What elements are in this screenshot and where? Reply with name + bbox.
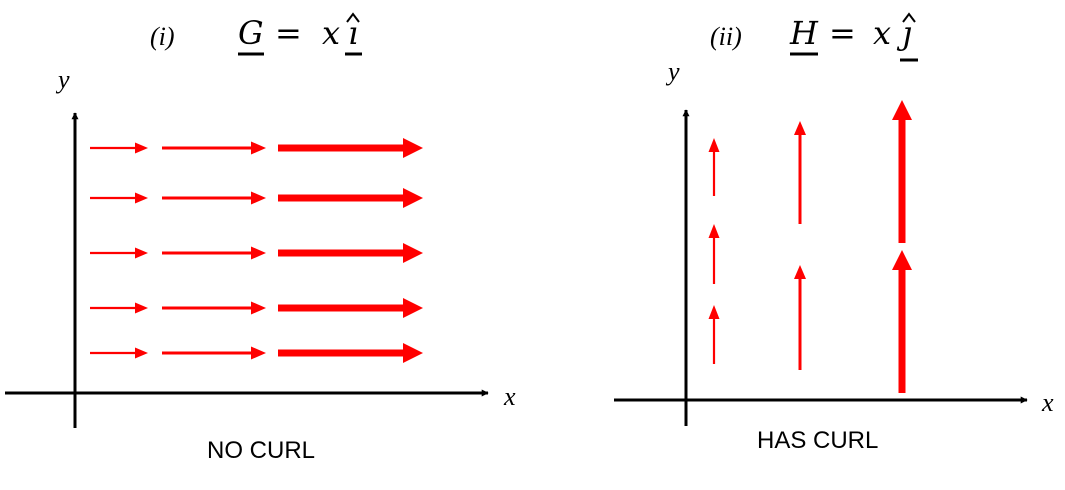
- field-arrow-g-r2-c2: [162, 191, 266, 205]
- panel-g-equals: =: [275, 14, 302, 52]
- field-arrow-h-c3-s2: [892, 250, 912, 393]
- panel-h-unit-hat: [902, 12, 916, 23]
- field-arrow-h-c1-s2: [708, 224, 720, 284]
- panel-h-vector-letter: H: [789, 14, 819, 52]
- panel-g-arrows: [90, 138, 423, 363]
- panel-g-vector-letter: G: [238, 14, 264, 52]
- field-arrow-g-r3-c2: [162, 246, 266, 260]
- panel-g-x-axis-label: x: [503, 382, 516, 411]
- panel-h-field: (ii) H = x ȷ y x HAS CURL: [614, 12, 1054, 454]
- field-arrow-h-c3-s1: [892, 100, 912, 243]
- panel-h-variable: x: [873, 14, 891, 52]
- panel-g-field: (i) G = x ı y x NO CURL: [5, 12, 516, 464]
- panel-g-variable: x: [322, 14, 340, 52]
- panel-g-roman-label: (i): [150, 22, 175, 51]
- field-arrow-g-r4-c1: [90, 302, 148, 314]
- panel-h-equation: H = x ȷ: [789, 12, 918, 62]
- panel-g-caption: NO CURL: [207, 437, 315, 464]
- panel-h-equals: =: [829, 14, 856, 52]
- field-arrow-g-r4-c3: [278, 298, 423, 318]
- field-arrow-h-c1-s1: [708, 138, 720, 196]
- field-arrow-g-r1-c2: [162, 141, 266, 155]
- field-arrow-h-c2-s2: [794, 265, 806, 370]
- field-arrow-g-r3-c3: [278, 243, 423, 263]
- panel-h-arrows: [708, 100, 912, 393]
- field-arrow-g-r5-c3: [278, 343, 423, 363]
- panel-h-x-axis-label: x: [1041, 388, 1054, 417]
- panel-g-unit-letter: ı: [348, 14, 358, 52]
- field-arrow-g-r5-c1: [90, 347, 148, 359]
- panel-g-unit-hat: [346, 12, 360, 23]
- panel-h-caption: HAS CURL: [757, 427, 878, 454]
- field-arrow-g-r2-c1: [90, 192, 148, 204]
- field-arrow-h-c2-s1: [794, 121, 806, 224]
- panel-g-equation: G = x ı: [238, 12, 362, 56]
- field-arrow-g-r3-c1: [90, 247, 148, 259]
- field-arrow-g-r5-c2: [162, 346, 266, 360]
- field-arrow-g-r4-c2: [162, 301, 266, 315]
- field-arrow-g-r1-c1: [90, 142, 148, 154]
- field-arrow-g-r2-c3: [278, 188, 423, 208]
- panel-h-roman-label: (ii): [710, 22, 742, 51]
- field-arrow-g-r1-c3: [278, 138, 423, 158]
- field-arrow-h-c1-s3: [708, 305, 720, 364]
- panel-g-y-axis-label: y: [55, 65, 70, 94]
- panel-h-y-axis-label: y: [665, 57, 680, 86]
